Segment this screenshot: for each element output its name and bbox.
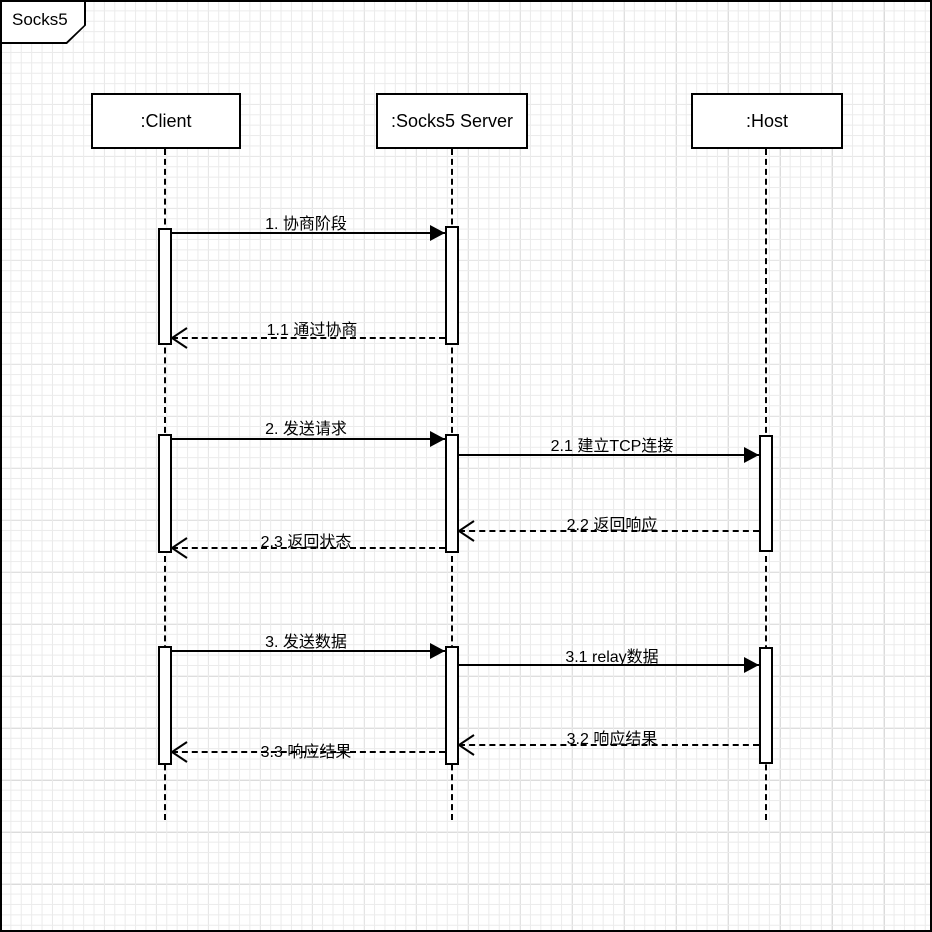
message-line-m2 (172, 438, 445, 440)
message-line-m2_3 (172, 547, 445, 549)
activation-bar-client-0 (158, 228, 172, 345)
message-label-m3_2: 3.2 响应结果 (566, 731, 658, 748)
message-line-m1_1 (172, 337, 445, 339)
arrowhead-m1_1 (170, 327, 188, 349)
lifeline-head-host[interactable]: :Host (691, 93, 843, 149)
lifeline-head-client[interactable]: :Client (91, 93, 241, 149)
activation-bar-client-2 (158, 434, 172, 553)
message-label-m2_3: 2.3 返回状态 (260, 534, 352, 551)
message-line-m2_1 (459, 454, 759, 456)
message-label-m1_1: 1.1 通过协商 (266, 322, 358, 339)
frame-label-tag: Socks5 (0, 0, 86, 44)
message-line-m1 (172, 232, 445, 234)
activation-bar-server-6 (445, 646, 459, 765)
message-label-m3_1: 3.1 relay数据 (565, 649, 659, 666)
activation-bar-client-5 (158, 646, 172, 765)
arrowhead-m2_3 (170, 537, 188, 559)
message-line-m2_2 (459, 530, 759, 532)
arrowhead-m3_3 (170, 741, 188, 763)
activation-bar-host-7 (759, 647, 773, 764)
arrowhead-m2_2 (457, 520, 475, 542)
activation-bar-server-3 (445, 434, 459, 553)
arrowhead-m1 (430, 225, 445, 241)
message-label-m3: 3. 发送数据 (265, 634, 347, 651)
activation-bar-server-1 (445, 226, 459, 345)
message-label-m2: 2. 发送请求 (265, 421, 347, 438)
arrowhead-m3 (430, 643, 445, 659)
frame-label-text: Socks5 (12, 10, 68, 29)
message-label-m2_1: 2.1 建立TCP连接 (550, 438, 674, 455)
arrowhead-m2_1 (744, 447, 759, 463)
message-line-m3 (172, 650, 445, 652)
message-line-m3_1 (459, 664, 759, 666)
message-label-m3_3: 3.3 响应结果 (260, 744, 352, 761)
frame-tag-fill (0, 0, 86, 44)
lifeline-head-server[interactable]: :Socks5 Server (376, 93, 528, 149)
message-line-m3_2 (459, 744, 759, 746)
arrowhead-m2 (430, 431, 445, 447)
lifeline-label-host: :Host (745, 110, 788, 131)
message-line-m3_3 (172, 751, 445, 753)
arrowhead-m3_1 (744, 657, 759, 673)
lifeline-label-client: :Client (140, 110, 192, 131)
lifeline-label-server: :Socks5 Server (390, 110, 514, 131)
activation-bar-host-4 (759, 435, 773, 552)
arrowhead-m3_2 (457, 734, 475, 756)
message-label-m1: 1. 协商阶段 (265, 216, 347, 233)
message-label-m2_2: 2.2 返回响应 (566, 517, 658, 534)
